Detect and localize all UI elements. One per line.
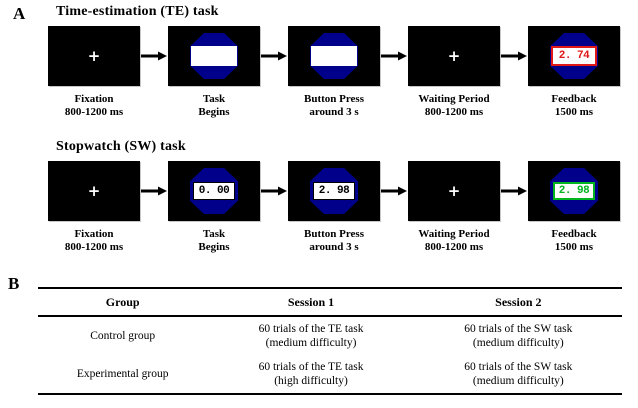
octagon-stimulus: 2. 98 bbox=[550, 168, 598, 214]
stimulus-screen: 2. 98 bbox=[528, 161, 620, 221]
group-cell: Experimental group bbox=[76, 368, 169, 380]
fixation-cross: + bbox=[87, 181, 101, 200]
octagon-stimulus: 2. 98 bbox=[310, 168, 358, 214]
octagon-stimulus: 0. 00 bbox=[190, 168, 238, 214]
arrow-right-icon bbox=[500, 161, 528, 221]
table-row-experimental: Experimental group 60 trials of the TE t… bbox=[38, 355, 622, 394]
feedback-display: 2. 74 bbox=[551, 46, 597, 66]
timer-display: 2. 98 bbox=[313, 182, 355, 200]
response-box bbox=[311, 46, 357, 66]
te-task-title: Time-estimation (TE) task bbox=[56, 4, 219, 19]
te-task-section: Time-estimation (TE) task + Fixation 800… bbox=[0, 4, 620, 119]
feedback-value: 2. 98 bbox=[558, 185, 590, 197]
stimulus-screen bbox=[288, 26, 380, 86]
table-header-session2: Session 2 bbox=[414, 288, 622, 317]
fixation-cross: + bbox=[447, 181, 461, 200]
screen-caption: Button Press around 3 s bbox=[304, 93, 364, 118]
timer-display: 0. 00 bbox=[193, 182, 235, 200]
fixation-screen: + bbox=[408, 161, 500, 221]
te-fixation-cell: + Fixation 800-1200 ms bbox=[48, 26, 140, 119]
table-header-row: Group Session 1 Session 2 bbox=[38, 288, 622, 317]
session2-cell: 60 trials of the SW task (medium difficu… bbox=[464, 361, 573, 387]
octagon-stimulus bbox=[190, 33, 238, 79]
te-button-press-cell: Button Press around 3 s bbox=[288, 26, 380, 119]
panel-a-label: A bbox=[13, 4, 26, 23]
sw-feedback-cell: 2. 98 Feedback 1500 ms bbox=[528, 161, 620, 254]
response-box bbox=[191, 46, 237, 66]
panel-b-section: Group Session 1 Session 2 Control group … bbox=[0, 274, 638, 395]
table-header-session1: Session 1 bbox=[207, 288, 415, 317]
sw-button-press-cell: 2. 98 Button Press around 3 s bbox=[288, 161, 380, 254]
panel-b-label: B bbox=[8, 274, 20, 293]
stimulus-screen bbox=[168, 26, 260, 86]
arrow-right-icon bbox=[500, 26, 528, 86]
stimulus-screen: 0. 00 bbox=[168, 161, 260, 221]
screen-caption: Waiting Period 800-1200 ms bbox=[418, 228, 490, 253]
session1-cell: 60 trials of the TE task (medium difficu… bbox=[258, 323, 364, 349]
te-screen-row: + Fixation 800-1200 ms Task Begins bbox=[48, 26, 620, 119]
fixation-screen: + bbox=[48, 161, 140, 221]
te-task-begins-cell: Task Begins bbox=[168, 26, 260, 119]
te-feedback-cell: 2. 74 Feedback 1500 ms bbox=[528, 26, 620, 119]
arrow-right-icon bbox=[260, 161, 288, 221]
screen-caption: Fixation 800-1200 ms bbox=[64, 228, 124, 253]
sw-task-section: Stopwatch (SW) task + Fixation 800-1200 … bbox=[0, 139, 620, 254]
stimulus-screen: 2. 74 bbox=[528, 26, 620, 86]
octagon-stimulus bbox=[310, 33, 358, 79]
te-waiting-cell: + Waiting Period 800-1200 ms bbox=[408, 26, 500, 119]
screen-caption: Fixation 800-1200 ms bbox=[64, 93, 124, 118]
fixation-screen: + bbox=[48, 26, 140, 86]
feedback-display: 2. 98 bbox=[553, 182, 595, 200]
group-cell: Control group bbox=[90, 330, 156, 342]
table-header-group: Group bbox=[38, 288, 208, 317]
table-row-control: Control group 60 trials of the TE task (… bbox=[38, 316, 622, 355]
sw-task-title: Stopwatch (SW) task bbox=[56, 139, 186, 154]
fixation-cross: + bbox=[447, 46, 461, 65]
arrow-right-icon bbox=[380, 161, 408, 221]
screen-caption: Task Begins bbox=[198, 228, 230, 253]
arrow-right-icon bbox=[380, 26, 408, 86]
screen-caption: Task Begins bbox=[198, 93, 230, 118]
sw-waiting-cell: + Waiting Period 800-1200 ms bbox=[408, 161, 500, 254]
session2-cell: 60 trials of the SW task (medium difficu… bbox=[464, 323, 573, 349]
feedback-value: 2. 74 bbox=[558, 50, 590, 62]
screen-caption: Button Press around 3 s bbox=[304, 228, 364, 253]
session1-cell: 60 trials of the TE task (high difficult… bbox=[258, 361, 364, 387]
octagon-stimulus: 2. 74 bbox=[550, 33, 598, 79]
screen-caption: Feedback 1500 ms bbox=[551, 228, 597, 253]
sessions-table: Group Session 1 Session 2 Control group … bbox=[38, 287, 622, 395]
sw-task-begins-cell: 0. 00 Task Begins bbox=[168, 161, 260, 254]
arrow-right-icon bbox=[140, 26, 168, 86]
timer-value: 2. 98 bbox=[318, 185, 350, 197]
screen-caption: Feedback 1500 ms bbox=[551, 93, 597, 118]
arrow-right-icon bbox=[260, 26, 288, 86]
sw-fixation-cell: + Fixation 800-1200 ms bbox=[48, 161, 140, 254]
screen-caption: Waiting Period 800-1200 ms bbox=[418, 93, 490, 118]
fixation-cross: + bbox=[87, 46, 101, 65]
timer-value: 0. 00 bbox=[198, 185, 230, 197]
arrow-right-icon bbox=[140, 161, 168, 221]
sw-screen-row: + Fixation 800-1200 ms 0. 00 Task Begins bbox=[48, 161, 620, 254]
fixation-screen: + bbox=[408, 26, 500, 86]
stimulus-screen: 2. 98 bbox=[288, 161, 380, 221]
